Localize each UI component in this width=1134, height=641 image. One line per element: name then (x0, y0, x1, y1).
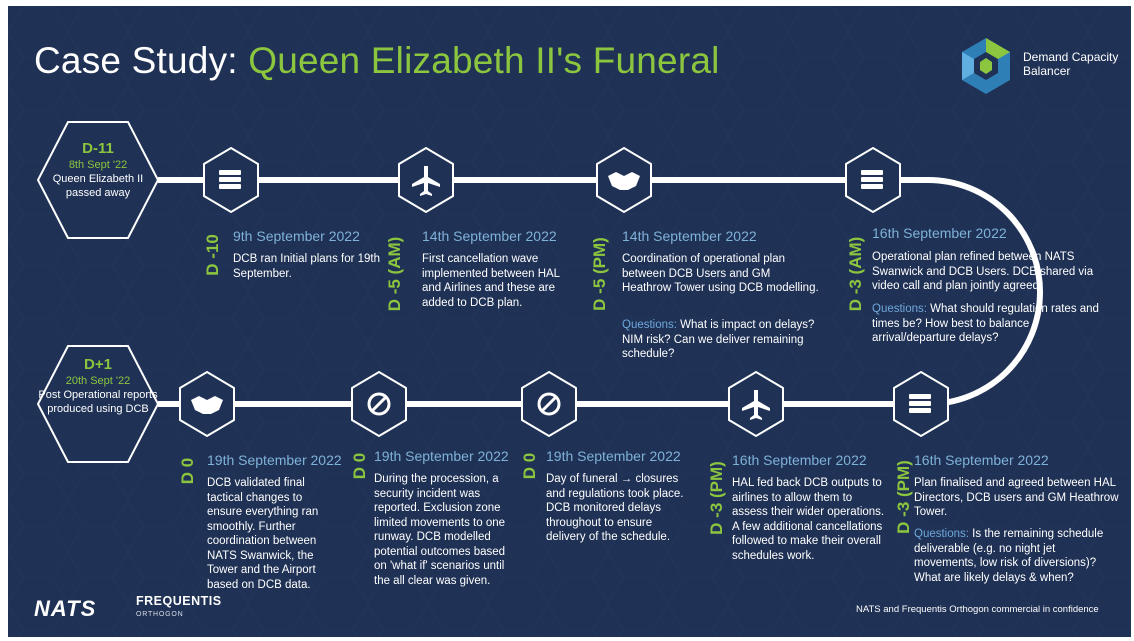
start-text: Queen Elizabeth II passed away (52, 173, 144, 199)
plane-icon (398, 146, 454, 214)
milestone-desc: Operational plan refined between NATS Sw… (872, 251, 1094, 292)
milestone-questions: Questions: Is the remaining schedule del… (914, 528, 1104, 584)
stack-icon (845, 146, 901, 214)
milestone-d-label: D -3 (AM) (846, 236, 865, 312)
milestone-d-label: D -3 (PM) (894, 460, 913, 534)
end-node: D+1 20th Sept '22 Post Operational repor… (38, 356, 158, 416)
start-d-label: D-11 (82, 140, 114, 157)
confidentiality-note: NATS and Frequentis Orthogon commercial … (856, 604, 1099, 615)
end-text: Post Operational reports produced using … (38, 389, 158, 415)
milestone-date: 16th September 2022 (914, 452, 1049, 468)
page-title: Case Study: Queen Elizabeth II's Funeral (34, 40, 720, 81)
milestone-date: 14th September 2022 (622, 228, 757, 244)
milestone-questions: Questions: What is impact on delays? NIM… (622, 319, 815, 360)
milestone-desc: Day of funeral → closures and regulation… (546, 473, 684, 543)
milestone-d-label: D 0 (178, 457, 197, 485)
start-date: 8th Sept '22 (68, 159, 128, 171)
milestone-d-label: D 0 (350, 452, 369, 480)
end-hex (36, 345, 160, 463)
stack-icon (893, 370, 949, 438)
milestone-date: 16th September 2022 (872, 225, 1007, 241)
milestone-d-label: D 0 (520, 452, 539, 480)
start-hex (36, 121, 160, 239)
milestone-date: 14th September 2022 (422, 228, 557, 244)
milestone-desc: During the procession, a security incide… (374, 473, 506, 587)
orthogon-logo: ORTHOGON (136, 611, 184, 618)
milestone-desc: HAL fed back DCB outputs to airlines to … (732, 477, 885, 562)
handshake-icon (596, 146, 652, 214)
milestone-date: 19th September 2022 (546, 448, 681, 464)
milestone-date: 19th September 2022 (374, 448, 509, 464)
timeline-graphic (8, 6, 1131, 637)
dcb-logo-icon (962, 38, 1010, 94)
end-d-label: D+1 (84, 356, 112, 373)
milestone-date: 9th September 2022 (233, 228, 360, 244)
start-node: D-11 8th Sept '22 Queen Elizabeth II pas… (38, 140, 158, 200)
milestone-desc: Plan finalised and agreed between HAL Di… (914, 477, 1119, 518)
milestone-d-label: D -5 (PM) (590, 237, 609, 311)
stack-icon (203, 146, 259, 214)
nats-logo: NATS (34, 596, 97, 621)
frequentis-logo: FREQUENTIS (136, 594, 222, 608)
brand-label: Demand Capacity Balancer (1023, 50, 1119, 78)
timeline-path (158, 177, 1043, 407)
milestone-desc: Coordination of operational plan between… (622, 253, 819, 294)
milestone-desc: DCB ran Initial plans for 19th September… (233, 253, 381, 280)
prohibited-icon (521, 370, 577, 438)
milestone-date: 19th September 2022 (207, 452, 342, 468)
plane-icon (728, 370, 784, 438)
handshake-icon (179, 370, 235, 438)
slide: Case Study: Queen Elizabeth II's Funeral… (8, 6, 1131, 637)
prohibited-icon (351, 370, 407, 438)
milestone-d-label: D -3 (PM) (707, 461, 726, 535)
milestone-desc: DCB validated final tactical changes to … (207, 477, 319, 591)
milestone-desc: First cancellation wave implemented betw… (422, 253, 560, 309)
end-date: 20th Sept '22 (65, 375, 131, 387)
milestone-questions: Questions: What should regulation rates … (872, 303, 1099, 344)
milestone-date: 16th September 2022 (732, 452, 867, 468)
milestone-d-label: D -5 (AM) (385, 236, 404, 312)
milestone-d-label: D -10 (203, 234, 222, 276)
